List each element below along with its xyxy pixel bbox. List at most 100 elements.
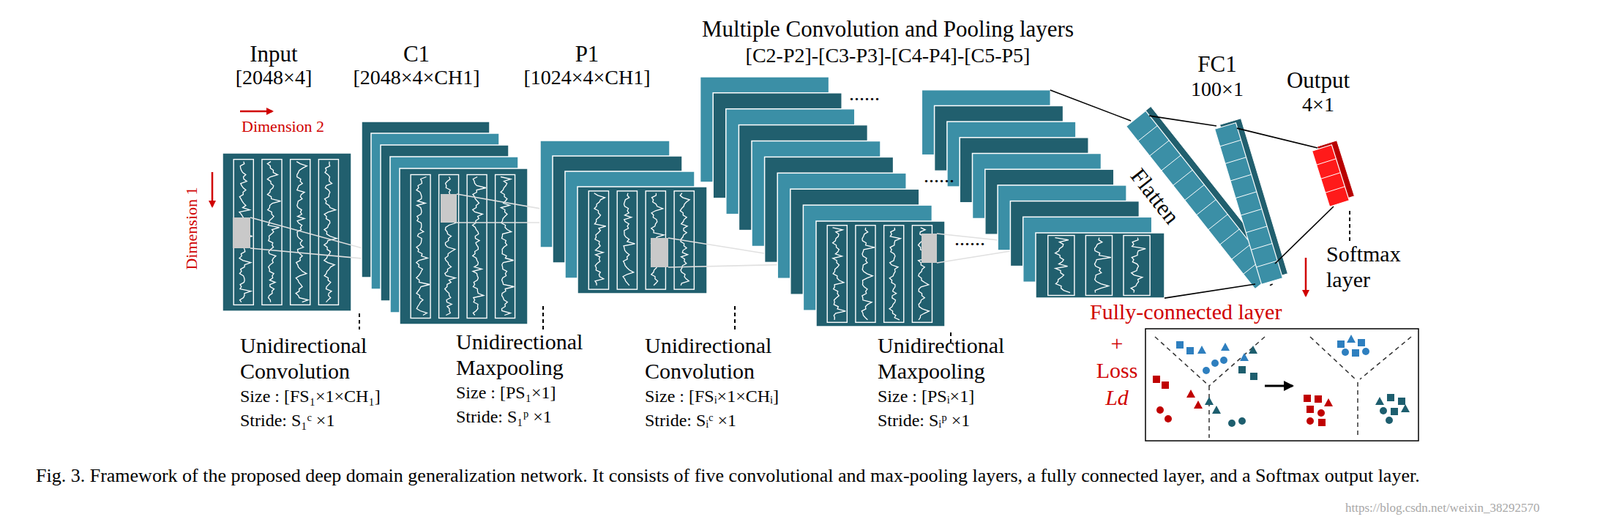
sample-circle bbox=[1317, 409, 1325, 417]
column-cell bbox=[1196, 199, 1217, 216]
sample-circle bbox=[1228, 419, 1236, 427]
column-cell bbox=[1225, 157, 1247, 164]
sample-square bbox=[1397, 397, 1406, 405]
annotation-label: Stride: S₁ᵖ ×1 bbox=[455, 406, 552, 428]
annotation-label: Unidirectional Maxpooling bbox=[455, 329, 628, 380]
signal-trace bbox=[594, 193, 607, 286]
sample-circle bbox=[1341, 348, 1349, 356]
feature-map-stack bbox=[921, 90, 1165, 298]
layer-size: [C2-P2]-[C3-P3]-[C4-P4]-[C5-P5] bbox=[745, 43, 1031, 68]
receptive-patch bbox=[232, 217, 251, 249]
loss-box bbox=[1145, 328, 1419, 441]
layer-size: [2048×4×CH1] bbox=[352, 65, 480, 90]
vector-column bbox=[1312, 140, 1355, 207]
fan-connector bbox=[1050, 90, 1256, 298]
annotation-label: ...... bbox=[923, 163, 955, 188]
connector-line bbox=[1269, 283, 1273, 286]
sample-triangle bbox=[1220, 342, 1230, 351]
sample-triangle bbox=[1248, 345, 1258, 354]
annotation-label: Unidirectional Maxpooling bbox=[877, 333, 1050, 384]
column-cell bbox=[1240, 208, 1262, 216]
sample-triangle bbox=[1197, 345, 1207, 354]
feature-map bbox=[816, 221, 945, 327]
channel-frame bbox=[410, 174, 431, 319]
channel-frame bbox=[855, 225, 876, 323]
layer-node: Multiple Convolution and Pooling layers[… bbox=[699, 76, 1165, 327]
softmax-tick bbox=[1348, 210, 1351, 242]
sample-square bbox=[1318, 418, 1326, 426]
sample-triangle bbox=[1324, 398, 1333, 407]
column-cell bbox=[1235, 191, 1257, 199]
layer-size: 100×1 bbox=[1190, 77, 1244, 102]
sample-triangle bbox=[1375, 396, 1385, 405]
sample-triangle bbox=[1204, 396, 1214, 405]
column-cell bbox=[1138, 125, 1158, 142]
layer-title: Output bbox=[1286, 67, 1350, 94]
sample-circle bbox=[1385, 416, 1393, 424]
signal-trace bbox=[1094, 237, 1112, 293]
column-cell bbox=[1250, 243, 1273, 251]
vector-column bbox=[1215, 118, 1289, 285]
feature-map-stack bbox=[700, 76, 945, 327]
sample-square bbox=[1306, 405, 1314, 413]
loss-arrow bbox=[1305, 257, 1308, 296]
sample-triangle bbox=[1193, 400, 1203, 409]
column-cell bbox=[1161, 155, 1182, 171]
layer-node: Output4×1 bbox=[1310, 144, 1347, 209]
connector-line bbox=[1275, 206, 1334, 264]
tick-mark bbox=[734, 305, 736, 330]
column-cell bbox=[1184, 184, 1205, 200]
feature-map-stack bbox=[222, 152, 352, 312]
column-cell bbox=[1231, 243, 1252, 260]
signal-trace bbox=[1130, 237, 1146, 293]
receptive-patch bbox=[440, 193, 457, 223]
channel-frame bbox=[1123, 235, 1150, 296]
sample-circle bbox=[1238, 417, 1246, 425]
sample-square bbox=[1176, 341, 1184, 349]
dimension-arrow bbox=[211, 172, 214, 207]
feature-map bbox=[222, 152, 352, 312]
column-cell bbox=[1256, 260, 1278, 268]
layer-node: FC1100×1 bbox=[1211, 124, 1280, 287]
decision-boundary bbox=[1154, 336, 1412, 438]
sample-circle bbox=[1164, 415, 1172, 423]
annotation-label: + bbox=[1111, 330, 1124, 357]
signal-trace bbox=[416, 177, 430, 316]
sample-circle bbox=[1362, 347, 1370, 355]
sample-circle bbox=[1220, 356, 1228, 364]
layer-title: Input bbox=[249, 40, 298, 68]
channel-frame bbox=[318, 159, 339, 306]
signal-trace bbox=[622, 193, 635, 286]
annotation-label: Size : [PSᵢ×1] bbox=[877, 386, 975, 407]
annotation-label: Stride: Sᵢᵖ ×1 bbox=[877, 410, 970, 432]
column-cell bbox=[1321, 172, 1341, 179]
signal-trace bbox=[1055, 237, 1071, 293]
signal-trace bbox=[500, 177, 514, 316]
sample-square bbox=[1238, 365, 1246, 374]
column-cell bbox=[1173, 169, 1194, 186]
channel-frame bbox=[439, 174, 459, 319]
connector-line bbox=[1236, 128, 1318, 148]
annotation-label: Unidirectional Convolution bbox=[240, 333, 413, 384]
channel-frame bbox=[262, 159, 282, 306]
column-cell bbox=[1208, 214, 1229, 230]
layer-title: C1 bbox=[403, 40, 430, 68]
sample-square bbox=[1161, 381, 1169, 389]
column-cell bbox=[1149, 140, 1170, 156]
annotation-label: Unidirectional Convolution bbox=[644, 333, 817, 384]
annotation-label: Loss bbox=[1096, 357, 1139, 384]
column-face bbox=[1312, 144, 1350, 207]
figure-caption: Fig. 3. Framework of the proposed deep d… bbox=[35, 462, 1581, 489]
receptive-patch bbox=[650, 237, 669, 268]
annotation-label: ...... bbox=[849, 81, 880, 106]
layer-title: P1 bbox=[575, 40, 600, 68]
sample-circle bbox=[1306, 417, 1314, 425]
connector-line bbox=[1050, 90, 1131, 121]
sample-square bbox=[1314, 395, 1322, 403]
annotation-label: Size : [PS₁×1] bbox=[455, 382, 557, 404]
sample-triangle bbox=[1239, 352, 1249, 361]
sample-circle bbox=[1156, 406, 1164, 414]
annotation-label: Ld bbox=[1105, 384, 1129, 411]
annotation-label: Dimension 1 bbox=[182, 186, 201, 270]
